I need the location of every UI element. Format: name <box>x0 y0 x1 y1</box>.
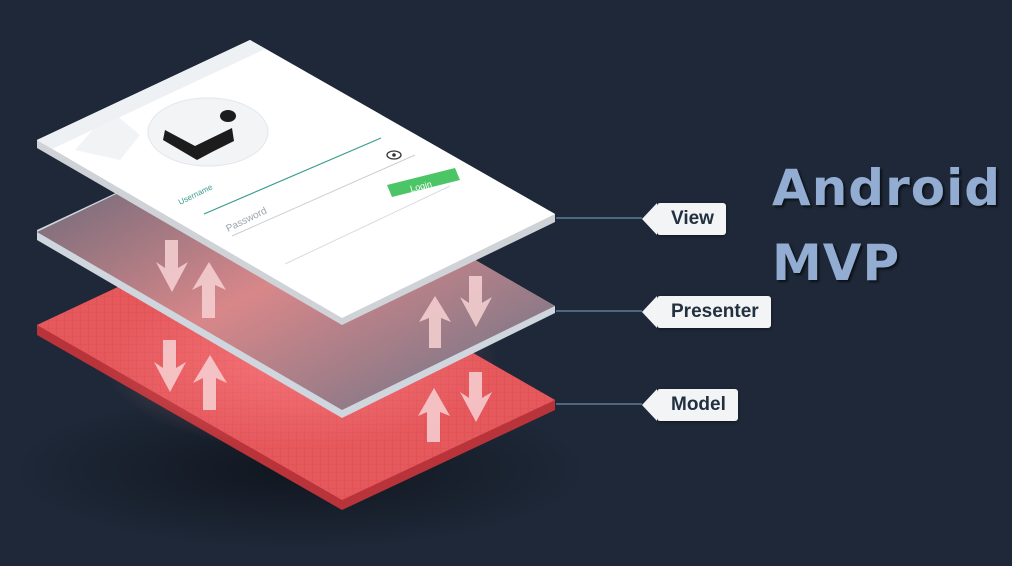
arrow-down-icon <box>460 276 492 327</box>
divider <box>284 185 451 265</box>
arrow-up-icon <box>193 355 227 410</box>
connectors <box>556 217 642 405</box>
arrow-down-icon <box>460 372 492 422</box>
arrow-up-icon <box>192 262 226 318</box>
arrow-down-icon <box>156 240 188 292</box>
presenter-tag: Presenter <box>642 296 771 328</box>
model-tag: Model <box>642 389 738 421</box>
arrow-down-icon <box>154 340 186 392</box>
title-line-2: MVP <box>772 234 901 292</box>
decorative-shape <box>75 110 140 160</box>
arrow-up-icon <box>418 388 450 442</box>
app-logo-icon <box>163 110 236 160</box>
password-underline <box>231 154 416 237</box>
view-tag: View <box>642 203 726 235</box>
logo-circle <box>147 97 269 167</box>
title-line-1: Android <box>772 159 1002 217</box>
username-input[interactable] <box>203 137 382 215</box>
arrow-up-icon <box>419 296 451 348</box>
data-flow-arrows <box>154 240 492 442</box>
visibility-icon[interactable] <box>386 150 402 160</box>
